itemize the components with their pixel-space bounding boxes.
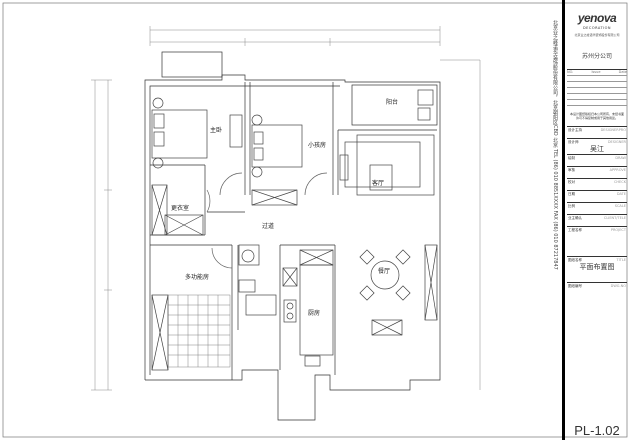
branch-name: 苏州分公司: [581, 53, 612, 60]
copyright-note: 本设计图纸版权归本公司所有，未经书面许可不得复制或用于其他用途。: [569, 112, 624, 121]
room-label-multi-room: 多功能房: [185, 273, 209, 281]
row-label: 绘制: [568, 156, 575, 161]
dining-table: [359, 249, 411, 301]
row-value: 平面布置图: [579, 263, 615, 272]
title-block-row: 日期 DATE: [567, 190, 627, 202]
row-label-en: PROJECT: [610, 228, 626, 233]
row-label-en: DWG.NO: [610, 284, 626, 289]
issue-header: Issue: [591, 70, 601, 74]
row-label-en: SCALE: [614, 204, 626, 209]
row-label: 比例: [568, 204, 575, 209]
company-name: 北京业之峰诺华装饰股份有限公司: [574, 33, 620, 37]
row-label: 审核: [568, 168, 575, 173]
row-label: 设计主持: [568, 128, 582, 133]
row-label-en: CHECK: [613, 180, 626, 185]
walls: [144, 51, 441, 421]
title-block-row: 绘制 DRAW: [567, 154, 627, 166]
row-label: 日期: [568, 192, 575, 197]
title-block-row: 设计主持 DESIGNERPRO: [567, 126, 627, 138]
row-label-en: DATE: [616, 192, 626, 197]
row-label: 图纸编号: [568, 284, 582, 289]
dryer: [417, 107, 431, 121]
room-label-corridor: 过道: [262, 222, 274, 230]
doors: [206, 172, 328, 269]
company-logo: yenova: [577, 11, 617, 25]
logo-subtitle: DECORATION: [582, 26, 612, 30]
dimension-lines: [91, 26, 481, 391]
title-block-divider: [562, 0, 565, 440]
issue-no-header: NO.: [567, 70, 574, 74]
bathroom-fixtures: [238, 244, 277, 316]
row-label: 设计师: [568, 140, 579, 145]
title-block-row: 审核 APPROVE: [567, 166, 627, 178]
room-label-balcony: 阳台: [386, 98, 398, 106]
row-label: 图纸名称: [568, 258, 582, 263]
sofa: [339, 134, 435, 196]
row-label-en: DRAW: [615, 156, 626, 161]
title-block-row: 比例 SCALE: [567, 202, 627, 214]
kids-bed: [251, 114, 303, 206]
row-label-en: TITLE: [616, 258, 626, 263]
title-block-row: 图纸编号 DWG.NO: [567, 282, 627, 294]
title-block-row: 工程名称 PROJECT: [567, 226, 627, 256]
room-label-dining-room: 餐厅: [378, 267, 390, 275]
row-label-en: DESIGNERPRO: [600, 128, 626, 133]
company-contact-vertical: 北京业之峰诺华装饰股份有限公司，北京朝阳区CBD 北京 TEL (86) 010…: [552, 20, 558, 270]
row-label-en: CLIENT/TELE: [603, 216, 626, 221]
row-label: 业主确认: [568, 216, 582, 221]
row-value: 吴江: [590, 145, 604, 154]
room-label-kids-room: 小孩房: [308, 141, 326, 149]
title-block: yenova DECORATION 北京业之峰诺华装饰股份有限公司 苏州分公司 …: [567, 10, 627, 438]
room-label-master-bedroom: 主卧: [210, 126, 222, 134]
issue-date-header: Date: [618, 70, 627, 74]
room-label-kitchen: 厨房: [308, 309, 320, 317]
washer: [417, 89, 434, 106]
issue-table: NO. Issue Date: [567, 69, 627, 106]
master-bed: [151, 97, 243, 169]
row-label: 校对: [568, 180, 575, 185]
kitchen-counter: [282, 249, 334, 367]
row-label-en: DESIGNER: [607, 140, 626, 145]
title-block-row: 业主确认 CLIENT/TELE: [567, 214, 627, 226]
row-label: 工程名称: [568, 228, 582, 233]
row-label-en: APPROVE: [609, 168, 626, 173]
title-block-row: 校对 CHECK: [567, 178, 627, 190]
floor-pattern: [167, 294, 231, 368]
room-label-living-room: 客厅: [372, 179, 384, 187]
room-label-cloakroom: 更衣室: [171, 204, 189, 212]
drawing-number: PL-1.02: [574, 423, 620, 438]
